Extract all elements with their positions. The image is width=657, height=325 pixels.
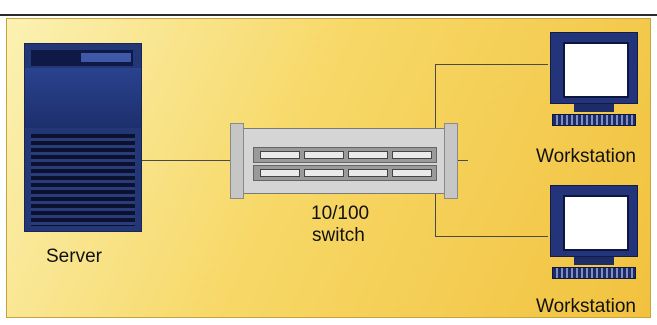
switch-port — [392, 169, 432, 177]
server-top-panel — [31, 50, 133, 66]
switch-port — [304, 169, 344, 177]
top-rule — [0, 14, 657, 16]
server-body — [25, 68, 141, 128]
monitor-bezel — [550, 32, 638, 104]
wire-bus-to-workstation-top — [435, 64, 548, 65]
switch-label-line2: switch — [312, 225, 365, 246]
server-indicator — [81, 53, 131, 62]
keyboard-icon — [552, 267, 636, 279]
workstation-bottom-icon — [550, 185, 638, 289]
monitor-screen — [563, 42, 629, 98]
switch-port-bay-upper — [253, 147, 437, 163]
wire-bus-to-workstation-bottom — [435, 236, 548, 237]
monitor-screen — [563, 195, 629, 251]
switch-label-line1: 10/100 — [311, 203, 370, 224]
switch-port — [260, 169, 300, 177]
workstation-bottom-label: Workstation — [536, 296, 636, 317]
server-label: Server — [46, 246, 102, 267]
switch-port — [392, 151, 432, 159]
server-icon — [24, 43, 142, 232]
keyboard-icon — [552, 114, 636, 126]
switch-left-ear — [230, 123, 244, 199]
wire-switch-to-bus — [458, 160, 468, 161]
switch-icon — [230, 123, 458, 199]
switch-port — [260, 151, 300, 159]
monitor-stand — [574, 104, 614, 112]
switch-port — [348, 169, 388, 177]
wire-server-to-switch — [142, 160, 230, 161]
workstation-top-label: Workstation — [536, 146, 636, 167]
monitor-stand — [574, 257, 614, 265]
monitor-bezel — [550, 185, 638, 257]
server-vent — [31, 134, 135, 226]
switch-port — [304, 151, 344, 159]
workstation-top-icon — [550, 32, 638, 136]
switch-right-ear — [444, 123, 458, 199]
switch-port-bay-lower — [253, 165, 437, 181]
switch-port — [348, 151, 388, 159]
